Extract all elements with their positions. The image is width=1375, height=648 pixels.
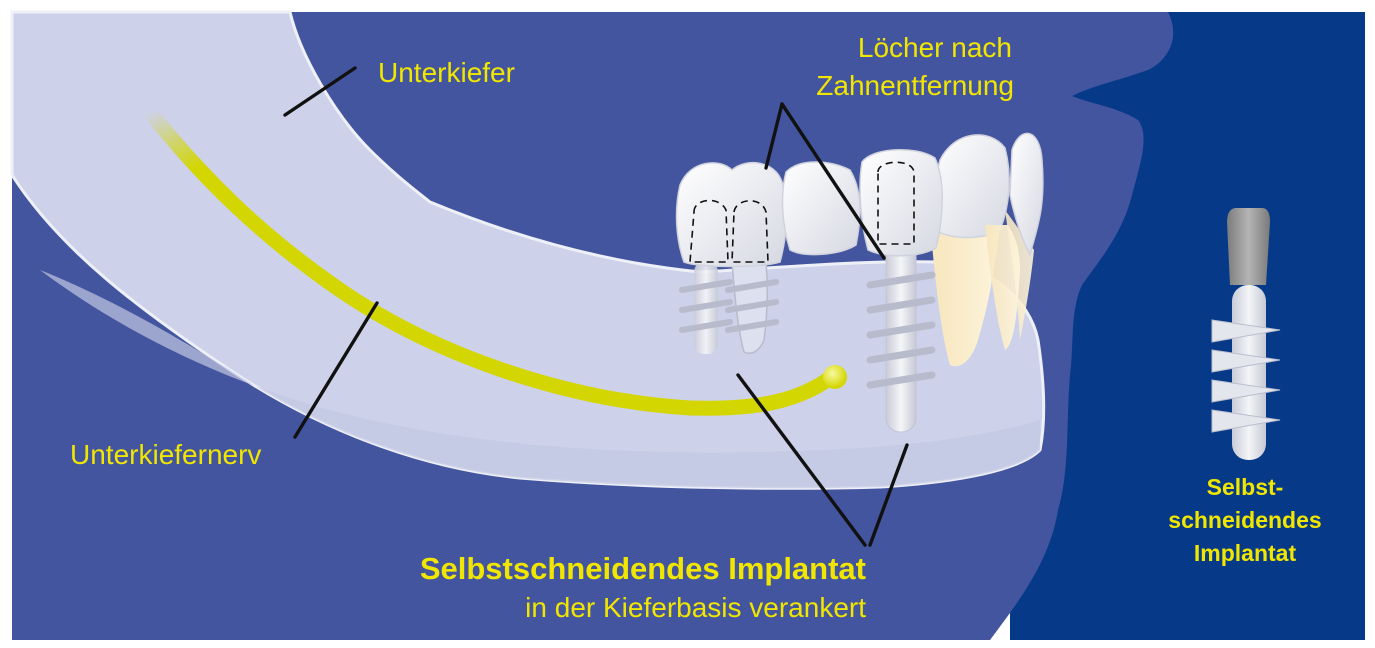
tooth-icon	[677, 163, 787, 267]
label-implant-subtitle: in der Kieferbasis verankert	[525, 592, 866, 623]
label-side-line2: schneidendes	[1168, 507, 1321, 533]
nerve-end-icon	[823, 365, 847, 389]
label-jaw: Unterkiefer	[378, 57, 515, 88]
label-nerve: Unterkiefernerv	[70, 439, 261, 470]
label-implant-title: Selbstschneidendes Implantat	[420, 551, 866, 586]
label-holes-line2: Zahnentfernung	[816, 70, 1014, 101]
implant-icon	[1232, 285, 1266, 460]
implant-cap-icon	[1227, 208, 1270, 285]
tooth-icon	[783, 162, 860, 255]
label-side-line1: Selbst-	[1207, 474, 1284, 500]
label-side-line3: Implantat	[1194, 540, 1297, 566]
label-holes-line1: Löcher nach	[858, 32, 1012, 63]
